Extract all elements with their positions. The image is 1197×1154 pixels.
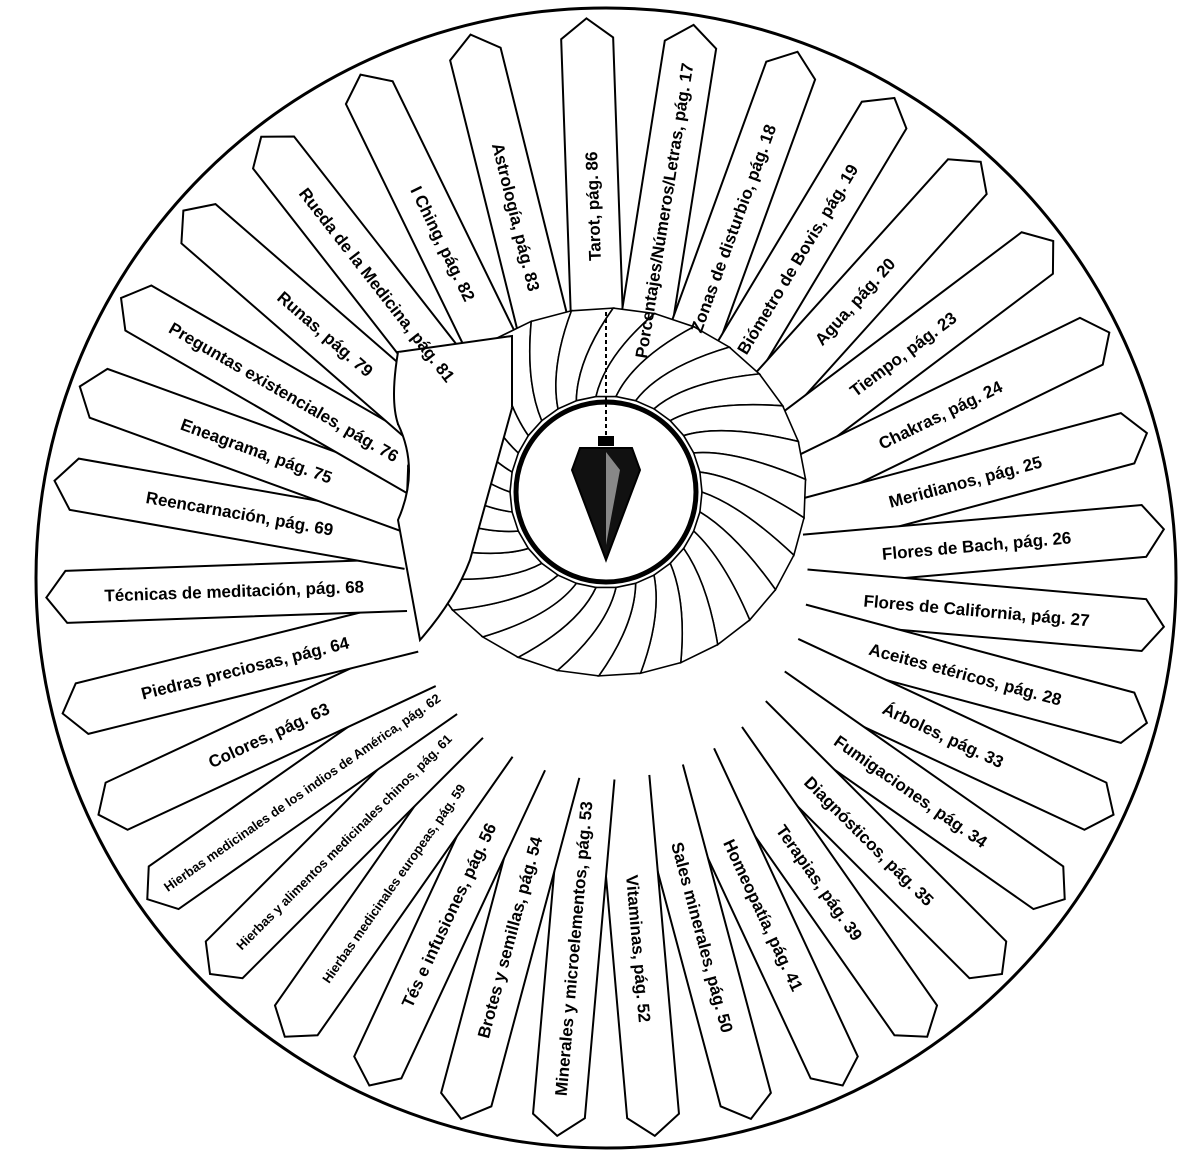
segment-tab [273, 726, 514, 1038]
segment-tab [449, 33, 584, 391]
segment-tab [610, 23, 718, 385]
segment-tab [146, 670, 458, 911]
segment-tab [792, 412, 1149, 553]
segment-tab [754, 670, 1066, 911]
segment-tab [344, 73, 543, 411]
segment-tab [719, 158, 988, 448]
segment-tab [53, 457, 414, 570]
segment-tab [685, 96, 908, 421]
segment-tab [775, 638, 1115, 831]
segment-tab [698, 726, 939, 1038]
pendulum-icon [570, 312, 642, 563]
segment-tabs [45, 17, 1166, 1138]
spiral-cell [699, 471, 805, 557]
segment-tab [560, 17, 627, 380]
segment-tab [61, 600, 419, 735]
segment-tab [531, 774, 616, 1138]
segment-tab [440, 764, 581, 1121]
segment-tab [802, 568, 1166, 653]
segment-tab [119, 284, 447, 502]
segment-tab [649, 50, 817, 400]
segment-tab [45, 557, 408, 624]
segment-tab [773, 316, 1111, 515]
segment-tab [728, 700, 1008, 980]
segment-tab [97, 638, 437, 831]
center-hub [513, 312, 699, 585]
segment-tab [204, 700, 484, 980]
segment-tab [749, 231, 1055, 480]
scroll-banner [393, 334, 513, 643]
segment-label: Tarot, pág. 86 [582, 151, 605, 261]
segment-tab [666, 747, 859, 1087]
segment-tab [353, 747, 546, 1087]
segment-tab [596, 774, 681, 1138]
segment-tab [78, 367, 428, 535]
segment-tab [792, 603, 1149, 744]
segment-tab [802, 503, 1166, 588]
segment-tab [631, 764, 772, 1121]
